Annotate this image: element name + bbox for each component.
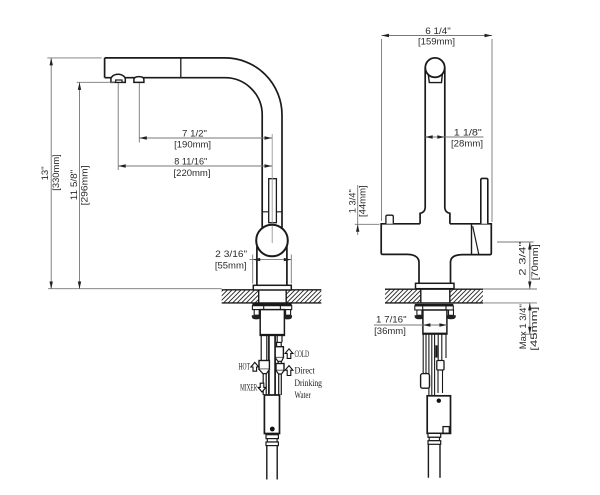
- svg-text:2 3/4": 2 3/4": [518, 242, 529, 276]
- svg-text:MIXER: MIXER: [240, 383, 257, 393]
- svg-text:1 1/8": 1 1/8": [454, 127, 482, 138]
- svg-text:Water: Water: [295, 391, 312, 401]
- svg-text:2 3/16": 2 3/16": [215, 249, 247, 260]
- svg-text:[44mm]: [44mm]: [358, 185, 369, 217]
- svg-text:[45mm]: [45mm]: [529, 307, 540, 351]
- svg-text:[55mm]: [55mm]: [215, 261, 247, 272]
- svg-text:1 3/4": 1 3/4": [348, 189, 359, 213]
- svg-text:[70mm]: [70mm]: [530, 244, 541, 280]
- svg-text:13": 13": [40, 166, 51, 180]
- svg-text:[330mm]: [330mm]: [51, 154, 62, 191]
- svg-text:[28mm]: [28mm]: [451, 139, 483, 150]
- svg-text:11 5/8": 11 5/8": [69, 170, 80, 201]
- svg-text:7 1/2": 7 1/2": [182, 128, 207, 139]
- svg-text:[220mm]: [220mm]: [174, 168, 211, 179]
- svg-text:COLD: COLD: [295, 350, 309, 360]
- svg-text:[296mm]: [296mm]: [80, 165, 91, 205]
- svg-text:[36mm]: [36mm]: [374, 326, 406, 337]
- svg-text:[190mm]: [190mm]: [174, 140, 211, 151]
- svg-text:Drinking: Drinking: [295, 379, 323, 389]
- svg-text:[159mm]: [159mm]: [418, 36, 455, 47]
- svg-text:HOT: HOT: [239, 363, 251, 373]
- svg-text:Max 1 3/4": Max 1 3/4": [518, 304, 529, 349]
- svg-text:Direct: Direct: [295, 367, 316, 377]
- svg-text:6 1/4": 6 1/4": [425, 26, 451, 37]
- svg-text:8 11/16": 8 11/16": [174, 157, 207, 168]
- svg-text:1 7/16": 1 7/16": [376, 314, 407, 325]
